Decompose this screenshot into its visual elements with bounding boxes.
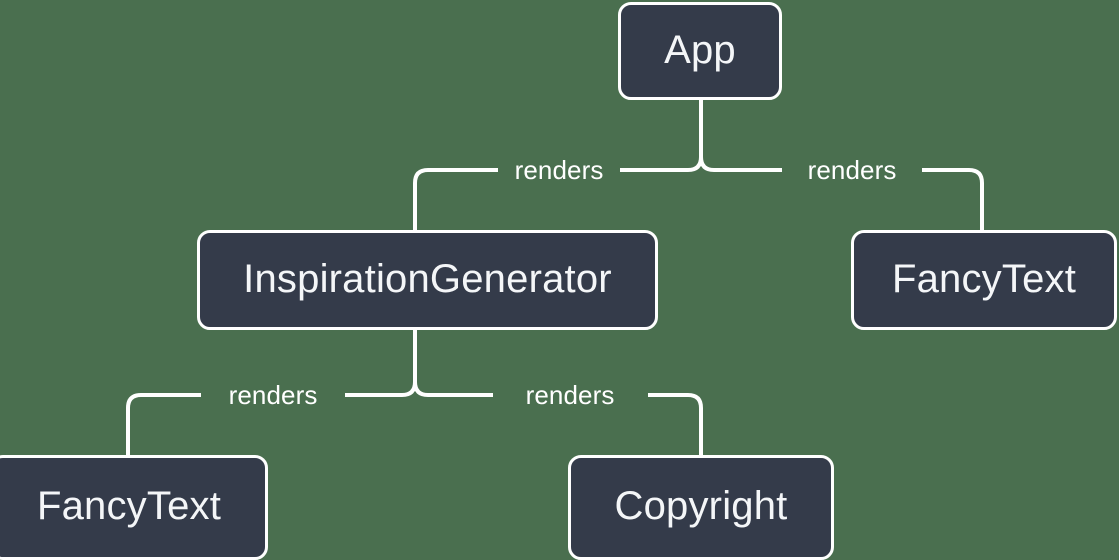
node-fancy-text-left[interactable]: FancyText [0,455,268,560]
edge-inspgen-junction-left [401,381,417,397]
node-fancy-text-left-label: FancyText [36,484,222,528]
edge-inspgen-fancytext-seg-left [126,393,201,455]
edge-inspgen-copyright-seg-right [648,393,703,455]
edge-inspgen-junction-right [413,381,429,397]
edge-app-junction-right [699,156,715,172]
edge-label-app-to-inspiration-generator: renders [514,155,604,185]
node-inspiration-generator[interactable]: InspirationGenerator [197,230,658,330]
node-fancy-text-right[interactable]: FancyText [851,230,1117,330]
edge-app-fancytext-seg-right [922,168,984,230]
node-inspiration-generator-label: InspirationGenerator [243,256,612,301]
edge-app-inspgen-seg-left [413,168,498,230]
edge-label-inspiration-generator-to-fancy-text-left: renders [228,380,318,410]
node-fancy-text-right-label: FancyText [891,256,1077,301]
edge-app-junction-left [687,156,703,172]
edge-label-inspiration-generator-to-copyright: renders [525,380,615,410]
node-app-label: App [664,27,736,72]
node-copyright-label: Copyright [614,484,788,528]
node-app[interactable]: App [618,2,782,100]
node-copyright[interactable]: Copyright [568,455,834,560]
edge-label-app-to-fancy-text-right: renders [807,155,897,185]
